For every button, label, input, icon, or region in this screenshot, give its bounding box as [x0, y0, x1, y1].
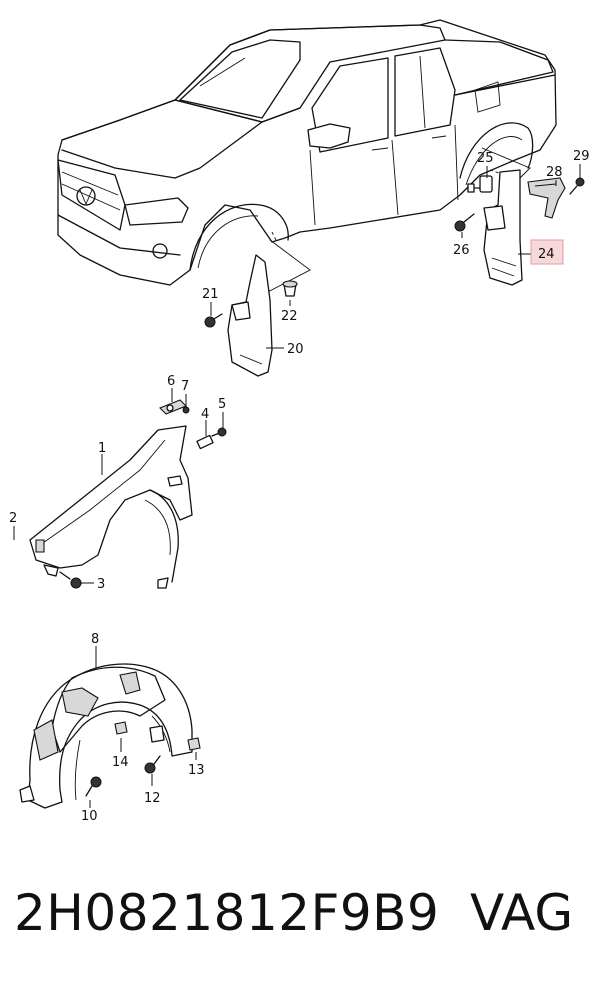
- callout-8: 8: [91, 632, 99, 647]
- clip-part-25: [467, 175, 493, 193]
- screw-part-10: [85, 776, 102, 797]
- bolt-part-4: [196, 431, 223, 450]
- callout-22: 22: [281, 309, 298, 324]
- liner-hardware: [85, 721, 201, 797]
- nut-part-14: [114, 721, 128, 735]
- callout-labels: 1 2 3 4 5 6 7 8 10 12 13 14 20 21 22 24 …: [9, 149, 590, 824]
- callout-29: 29: [573, 149, 590, 164]
- callout-6: 6: [167, 374, 175, 389]
- front-mud-flap: [227, 239, 311, 377]
- callout-2: 2: [9, 511, 17, 526]
- callout-5: 5: [218, 397, 226, 412]
- bracket-part-6: [159, 399, 187, 415]
- brand-name: VAG: [470, 884, 574, 942]
- nut-part-7: [182, 406, 190, 414]
- clip-part-2: [35, 539, 45, 553]
- callout-10: 10: [81, 809, 98, 824]
- screw-part-5: [217, 427, 227, 437]
- highlight-box: [530, 239, 564, 265]
- screw-part-21: [204, 313, 223, 328]
- callout-7: 7: [181, 379, 189, 394]
- callout-14: 14: [112, 755, 129, 770]
- wheel-housing-liner: [19, 663, 193, 809]
- screw-part-12: [144, 755, 161, 774]
- screw-part-26: [454, 213, 475, 232]
- callout-12: 12: [144, 791, 161, 806]
- callout-4: 4: [201, 407, 209, 422]
- callout-21: 21: [202, 287, 219, 302]
- pickup-truck-illustration: [57, 19, 557, 286]
- callout-28: 28: [546, 165, 563, 180]
- rear-mud-flap: [481, 147, 531, 286]
- bracket-part-28: [527, 177, 566, 219]
- callout-20: 20: [287, 342, 304, 357]
- screw-part-29: [569, 177, 585, 195]
- screw-part-3: [59, 571, 82, 589]
- callout-3: 3: [97, 577, 105, 592]
- part-number: 2H0821812F9B9: [14, 884, 440, 942]
- callout-1: 1: [98, 441, 106, 456]
- callout-13: 13: [188, 763, 205, 778]
- front-fender: [29, 425, 193, 589]
- callout-24: 24: [538, 247, 555, 262]
- leader-lines: [13, 164, 581, 808]
- fender-hardware: [35, 399, 227, 589]
- callout-25: 25: [477, 151, 494, 166]
- callout-26: 26: [453, 243, 470, 258]
- clip-part-22: [282, 280, 298, 297]
- clip-part-13: [187, 737, 201, 751]
